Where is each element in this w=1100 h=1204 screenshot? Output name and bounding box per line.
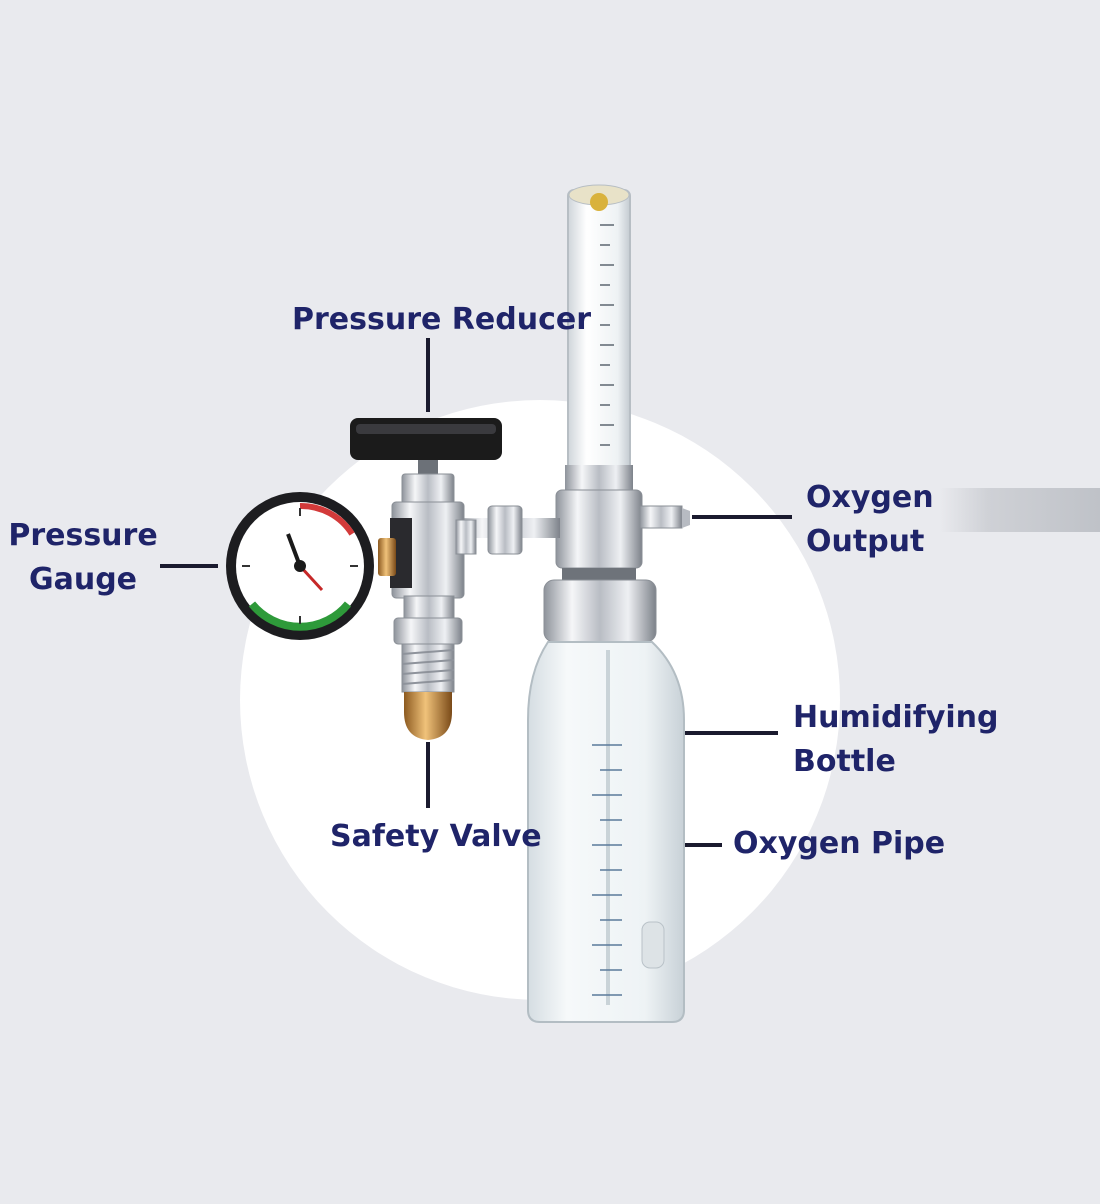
pressure-reducer-label: Pressure Reducer (292, 298, 591, 342)
humidifying-bottle-label-line2: Bottle (793, 740, 999, 784)
oxygen-output-label-line1: Oxygen (806, 476, 934, 520)
oxygen-output-label: Oxygen Output (806, 476, 934, 564)
pressure-gauge-label: Pressure Gauge (8, 514, 158, 602)
safety-valve-label: Safety Valve (330, 815, 542, 859)
pressure-gauge-dial-icon (226, 492, 374, 640)
humidifying-bottle-label-line1: Humidifying (793, 696, 999, 740)
oxygen-output-label-line2: Output (806, 520, 934, 564)
humidifying-bottle-label: Humidifying Bottle (793, 696, 999, 784)
pressure-gauge-label-line2: Gauge (8, 558, 158, 602)
humidifier-bottle-icon (528, 642, 684, 1022)
pressure-gauge-label-line1: Pressure (8, 514, 158, 558)
edge-bar (940, 488, 1100, 532)
pressure-reducer-knob-icon (350, 418, 502, 460)
oxygen-pipe-label: Oxygen Pipe (733, 822, 945, 866)
bottle-cap (544, 580, 656, 642)
